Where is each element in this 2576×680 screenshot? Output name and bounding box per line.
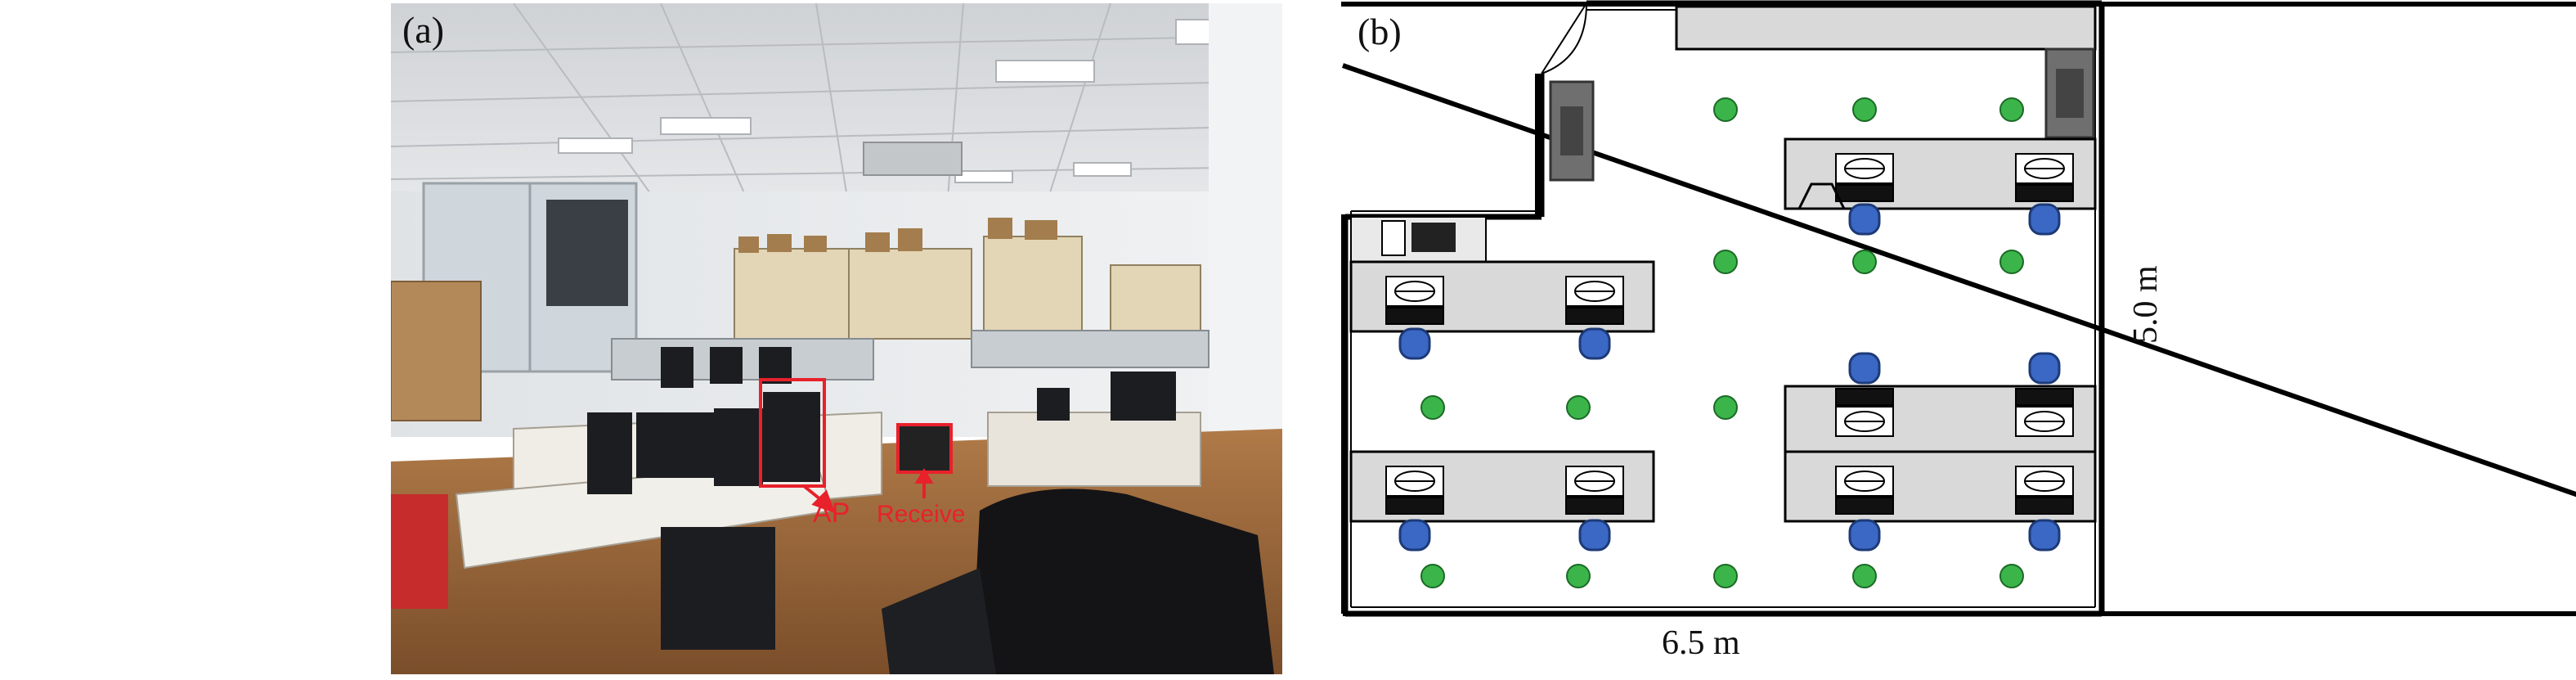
chair [1848,352,1881,385]
office-photo: AP Receive (a) [390,2,1283,674]
storage-cabinet [2044,47,2095,139]
height-dimension-label: 5.0 m [2127,265,2165,344]
chair [2028,352,2061,385]
measurement-point [1852,564,1877,588]
ap-label: AP [813,498,850,529]
chair [1578,519,1611,552]
workstation [1835,153,1894,202]
measurement-point [1999,564,2024,588]
office-photo-illustration [390,2,1283,674]
measurement-point [1713,395,1738,420]
measurement-point [1852,97,1877,122]
measurement-point [1420,564,1445,588]
chair [1848,203,1881,236]
width-dimension-label: 6.5 m [1662,624,1740,662]
measurement-point [1999,250,2024,274]
measurement-point [1713,250,1738,274]
chair [1398,327,1431,360]
workstation [1835,466,1894,515]
chair [2028,203,2061,236]
receive-label: Receive [877,501,966,528]
workstation [1835,388,1894,437]
panel-a-label: (a) [402,9,445,51]
workstation [1565,276,1624,325]
measurement-point [1852,250,1877,274]
chair [1398,519,1431,552]
chair [1578,327,1611,360]
workstation [2015,466,2074,515]
storage-cabinet [1549,80,1595,182]
measurement-point [1566,564,1591,588]
workstation [2015,153,2074,202]
workstation [1385,276,1444,325]
floor-plan-drawing [1341,0,2576,617]
measurement-point [1713,564,1738,588]
measurement-point [1566,395,1591,420]
chair [1848,519,1881,552]
measurement-point [1420,395,1445,420]
measurement-point [1999,97,2024,122]
ap-marker-box [759,378,826,488]
workstation [1565,466,1624,515]
receive-marker-box [896,423,953,474]
workstation [1385,466,1444,515]
door [1541,2,1587,74]
chair [2028,519,2061,552]
workstation [2015,388,2074,437]
measurement-point [1713,97,1738,122]
floor-plan: (b) [1341,0,2576,680]
panel-b-label: (b) [1358,11,1402,52]
